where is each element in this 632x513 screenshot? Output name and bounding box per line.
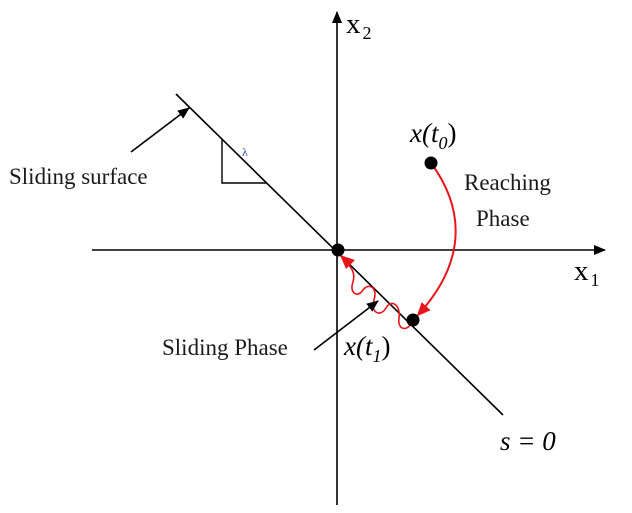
sliding-phase-label: Sliding Phase (162, 335, 288, 360)
point-t1 (406, 313, 420, 327)
slope-triangle (221, 139, 266, 184)
chattering-arrowhead (340, 255, 355, 269)
reaching-label-line1: Reaching (464, 170, 551, 195)
origin-point (331, 243, 345, 257)
sliding-surface-pointer (130, 107, 190, 153)
surface-equation: s = 0 (500, 426, 556, 456)
sliding-surface-label: Sliding surface (9, 164, 148, 189)
lambda-label: λ (242, 145, 248, 159)
reaching-trajectory (416, 162, 457, 317)
chattering-trajectory (345, 261, 414, 330)
reaching-label-line2: Phase (476, 206, 530, 231)
t0-label: x(t0) (409, 118, 457, 153)
sliding-phase-pointer (313, 300, 379, 351)
point-t0 (424, 156, 438, 170)
t1-label: x(t1) (343, 331, 391, 366)
